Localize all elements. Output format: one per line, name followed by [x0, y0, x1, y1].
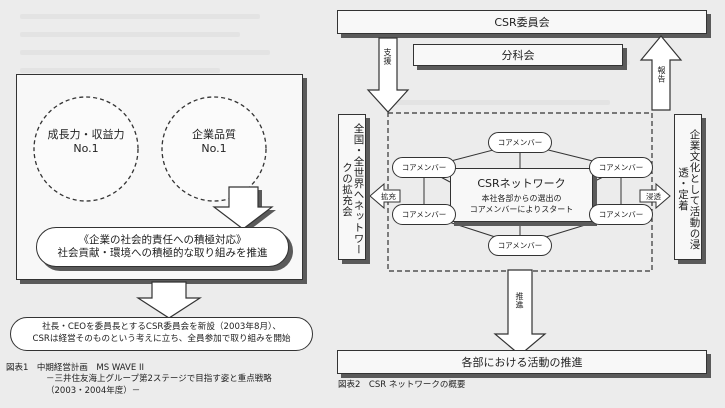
culture-penetration-label: 企業文化として活動の浸透・定着	[677, 128, 701, 250]
core-member-pill: コアメンバー	[589, 157, 653, 178]
penetrate-label: 浸透	[646, 192, 661, 201]
circle-right-line1: 企業品質	[192, 128, 236, 141]
fig1-caption-line3: （2003・2004年度）－	[46, 385, 141, 396]
fig1-caption: 図表1 中期経営計画 MS WAVE II －三井住友海上グループ第2ステージで…	[6, 363, 272, 397]
support-label: 支援	[383, 48, 392, 65]
faint-line	[20, 50, 270, 55]
network-expansion-box: 全国・全世界へネットワークの拡充会	[338, 114, 366, 260]
faint-line	[390, 100, 610, 105]
circle-left-line1: 成長力・収益力	[47, 128, 125, 141]
csr-network-title: CSRネットワーク	[477, 177, 566, 190]
circle-right-label: 企業品質 No.1	[168, 128, 260, 156]
core-member-pill: コアメンバー	[392, 204, 456, 225]
fig1-caption-line2: －三井住友海上グループ第2ステージで目指す姿と重点戦略	[46, 374, 272, 385]
report-label: 報告	[657, 66, 666, 83]
faint-line	[20, 32, 240, 37]
network-expansion-label: 全国・全世界へネットワークの拡充会	[341, 123, 365, 255]
csr-network-box: CSRネットワーク 本社各部からの選出の コアメンバーによりスタート	[450, 168, 593, 222]
core-member-pill: コアメンバー	[392, 157, 456, 178]
department-activity-label: 各部における活動の推進	[461, 356, 583, 369]
csr-network-line1: 本社各部からの選出の	[481, 194, 562, 203]
expand-label: 拡充	[381, 192, 396, 201]
circle-right-line2: No.1	[201, 141, 227, 155]
core-member-pill: コアメンバー	[488, 132, 552, 153]
core-member-pill: コアメンバー	[488, 235, 552, 256]
fig1-caption-line1: 図表1 中期経営計画 MS WAVE II	[6, 363, 144, 373]
csr-committee-label: CSR委員会	[494, 16, 550, 29]
fig2-caption: 図表2 CSR ネットワークの概要	[338, 380, 466, 390]
faint-line	[20, 68, 220, 73]
circle-left-label: 成長力・収益力 No.1	[40, 128, 132, 156]
csr-network-line2: コアメンバーによりスタート	[469, 205, 574, 214]
circle-left-line2: No.1	[73, 141, 99, 155]
csr-committee-box: CSR委員会	[337, 10, 707, 34]
department-activity-box: 各部における活動の推進	[337, 350, 707, 374]
culture-penetration-box: 企業文化として活動の浸透・定着	[674, 114, 702, 260]
launch-line2: CSRは経営そのものという考えに立ち、全員参加で取り組みを開始	[32, 334, 291, 344]
pill-line2: 社会貢献・環境への積極的な取り組みを推進	[57, 247, 268, 259]
faint-line	[20, 14, 260, 19]
pill-line1: 《企業の社会的責任への積極対応》	[78, 233, 247, 246]
csr-committee-launch-box: 社長・CEOを委員長とするCSR委員会を新設（2003年8月）、 CSRは経営そ…	[10, 317, 313, 351]
sub-committee-box: 分科会	[413, 44, 623, 66]
csr-policy-pill: 《企業の社会的責任への積極対応》 社会貢献・環境への積極的な取り組みを推進	[36, 227, 289, 267]
sub-committee-label: 分科会	[501, 49, 535, 62]
launch-line1: 社長・CEOを委員長とするCSR委員会を新設（2003年8月）、	[42, 322, 281, 333]
promote-label: 推進	[515, 292, 524, 309]
core-member-pill: コアメンバー	[589, 204, 653, 225]
